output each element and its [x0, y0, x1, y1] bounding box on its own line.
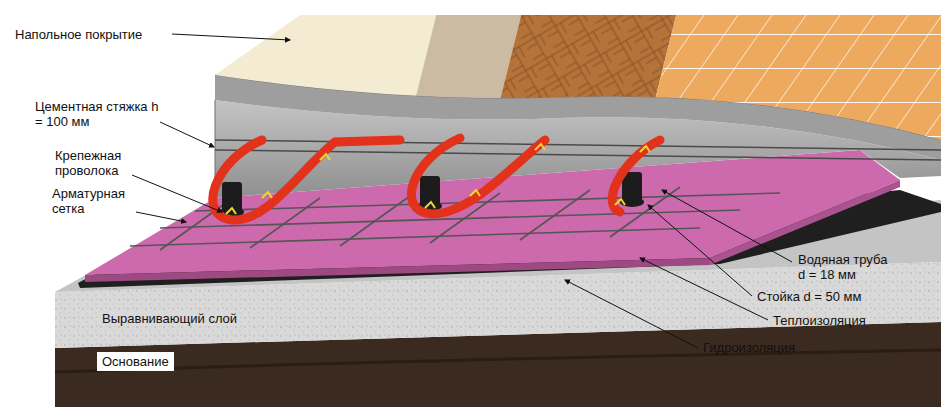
- pipe-label: Водяная труба d = 18 мм: [798, 252, 894, 282]
- screed-label: Цементная стяжка h = 100 мм: [35, 99, 160, 129]
- insulation-label: Теплоизоляция: [773, 313, 866, 328]
- mesh-label: Арматурная сетка: [52, 186, 142, 216]
- waterproofing-label: Гидроизоляция: [703, 340, 795, 355]
- base-label: Основание: [97, 352, 174, 371]
- floor-covering-label: Напольное покрытие: [15, 27, 142, 42]
- leveling-label: Выравнивающий слой: [100, 311, 239, 326]
- wire-label: Крепежная проволока: [55, 148, 143, 178]
- stand-label: Стойка d = 50 мм: [757, 289, 862, 304]
